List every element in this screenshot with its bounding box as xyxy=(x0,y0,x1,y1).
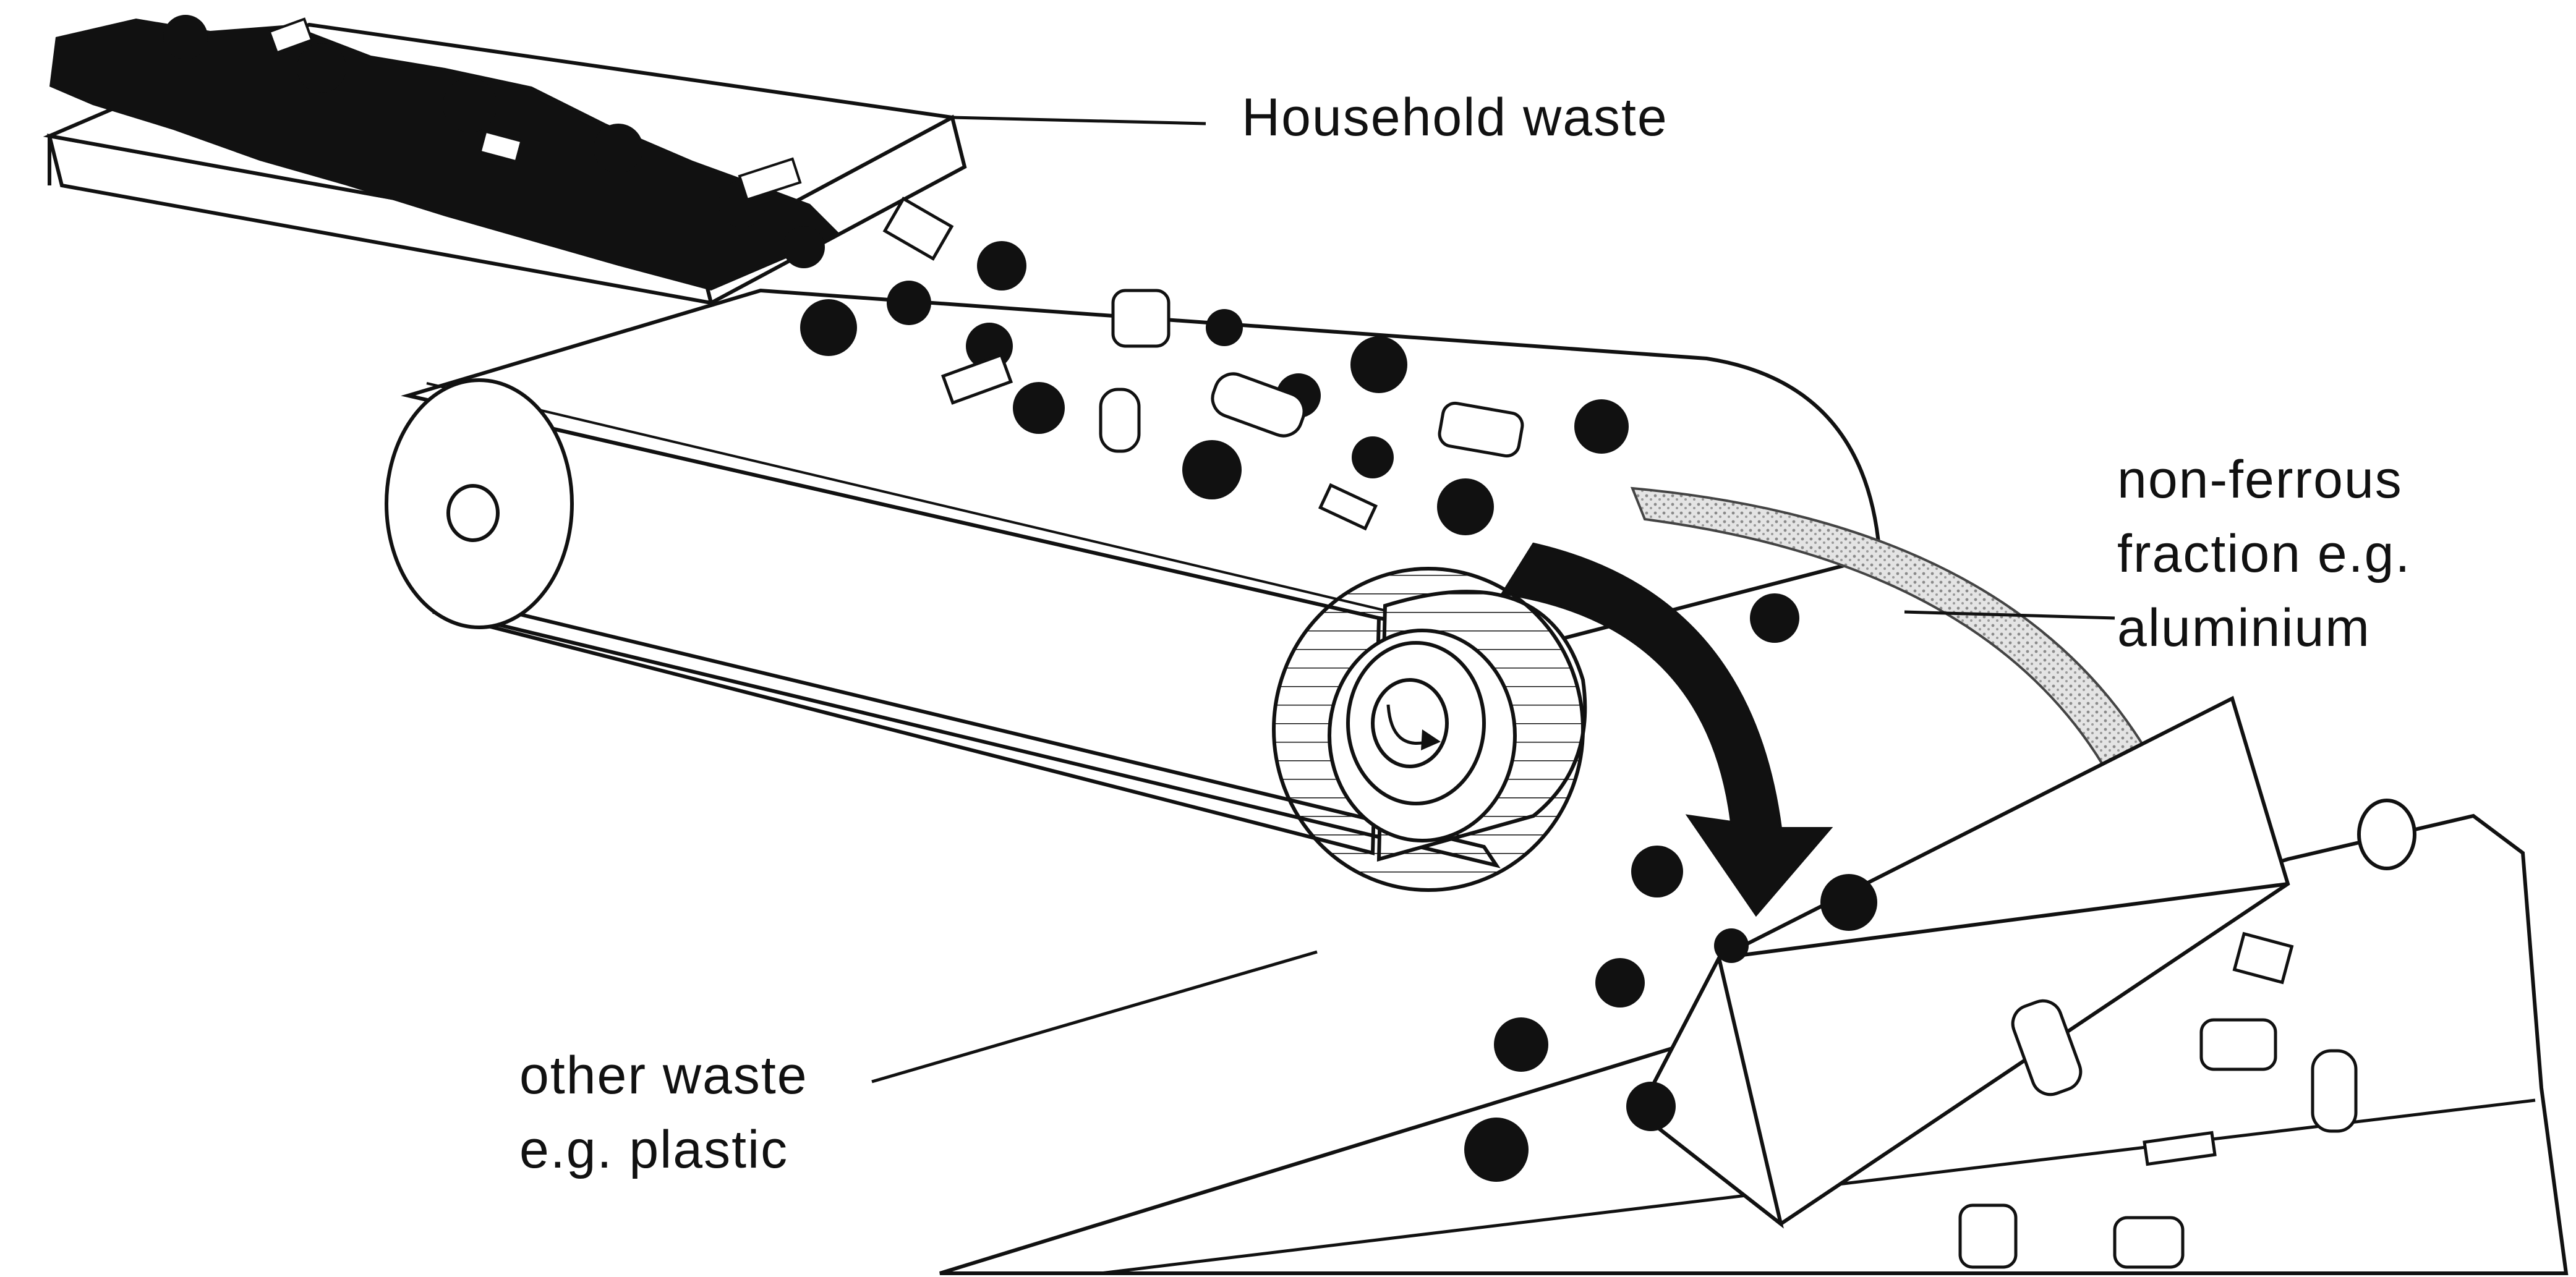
main-conveyor xyxy=(401,288,1882,868)
other-waste-label-line1: other waste xyxy=(519,1046,808,1105)
household-leader-line xyxy=(952,116,1206,125)
magnetic-rotor xyxy=(1272,567,1587,892)
chute-light-items xyxy=(268,17,802,202)
collected-aluminium xyxy=(1958,931,2358,1269)
non-ferrous-label-line1: non-ferrous xyxy=(2117,450,2403,509)
non-ferrous-label-line2: fraction e.g. xyxy=(2117,524,2412,583)
other-waste-label: other waste e.g. plastic xyxy=(519,1038,808,1187)
belt-aluminium-items xyxy=(882,197,1524,531)
non-ferrous-label-line3: aluminium xyxy=(2117,598,2371,658)
falling-other-waste xyxy=(1464,846,1877,1182)
belt-dark-waste xyxy=(800,241,1799,643)
other-waste-trajectory-arrow xyxy=(1500,542,1833,917)
splitter-prism xyxy=(1636,695,2290,1229)
non-ferrous-leader-line xyxy=(1904,610,2115,620)
non-ferrous-label: non-ferrous fraction e.g. aluminium xyxy=(2117,443,2411,665)
household-waste-label: Household waste xyxy=(1242,88,1668,147)
other-waste-label-line2: e.g. plastic xyxy=(519,1120,789,1179)
rear-roller xyxy=(385,378,574,629)
other-waste-leader-line xyxy=(871,950,1318,1084)
chute-waste-pile xyxy=(49,15,841,291)
